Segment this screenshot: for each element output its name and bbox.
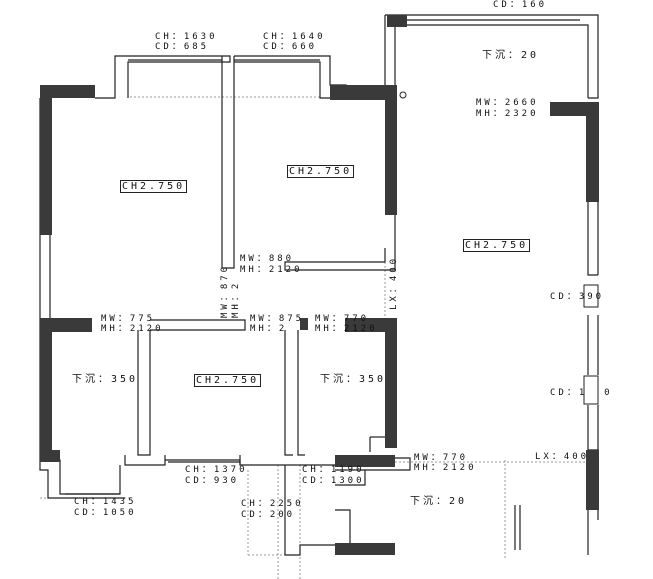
ch-2250-label: CH：2250 xyxy=(241,499,304,509)
thick-walls xyxy=(40,15,599,555)
mh-2120-b-label: MH：2120 xyxy=(101,324,164,334)
mh-2-vertical-label: MH：2 xyxy=(231,280,241,318)
mh-2120-e-label: MH：2120 xyxy=(414,463,477,473)
fixtures xyxy=(399,91,599,405)
mh-2120-c-label: MH：2 xyxy=(250,324,288,334)
room2-ceiling-label: CH2.750 xyxy=(287,165,355,178)
room1-ceiling-label: CH2.750 xyxy=(120,180,188,193)
balcony-bottom-drop-label: 下沉：20 xyxy=(410,496,468,507)
cd-1300-label: CD：1300 xyxy=(302,476,365,486)
mw-775-label: MW：775 xyxy=(101,314,156,324)
bath1-drop-label: 下沉：350 xyxy=(72,374,139,385)
window2-cd-label: CD：660 xyxy=(263,42,318,52)
window2-ch-label: CH：1640 xyxy=(263,32,326,42)
cd-200-label: CD：200 xyxy=(241,510,296,520)
bath2-drop-label: 下沉：350 xyxy=(320,374,387,385)
mw-880-label: MW：880 xyxy=(240,254,295,264)
top-cd-label: CD：160 xyxy=(493,0,548,10)
window1-ch-label: CH：1630 xyxy=(155,32,218,42)
mh-2120-a-label: MH：2120 xyxy=(240,265,303,275)
cd-1-0-label: CD：1 0 xyxy=(550,388,613,398)
cd-930-label: CD：930 xyxy=(185,476,240,486)
living-ceiling-label: CH2.750 xyxy=(463,239,531,252)
balcony-top-drop-label: 下沉：20 xyxy=(482,50,540,61)
cd-1050-label: CD：1050 xyxy=(74,508,137,518)
mh-2120-d-label: MH：2120 xyxy=(315,324,378,334)
lx-400-label: LX：400 xyxy=(535,452,590,462)
cd-390-label: CD：390 xyxy=(550,292,605,302)
mw-875-label: MW：875 xyxy=(250,314,305,324)
lx-400-vertical-label: LX：400 xyxy=(389,255,399,310)
window1-cd-label: CD：685 xyxy=(155,42,210,52)
ch-1435-label: CH：1435 xyxy=(74,497,137,507)
mh-2320-label: MH：2320 xyxy=(476,109,539,119)
mw-770-b-label: MW：770 xyxy=(414,453,469,463)
mw-770-label: MW：770 xyxy=(315,314,370,324)
ch-1370-label: CH：1370 xyxy=(185,465,248,475)
room3-ceiling-label: CH2.750 xyxy=(194,374,262,387)
mw-2660-label: MW：2660 xyxy=(476,98,539,108)
ch-1190-label: CH：1190 xyxy=(302,465,365,475)
